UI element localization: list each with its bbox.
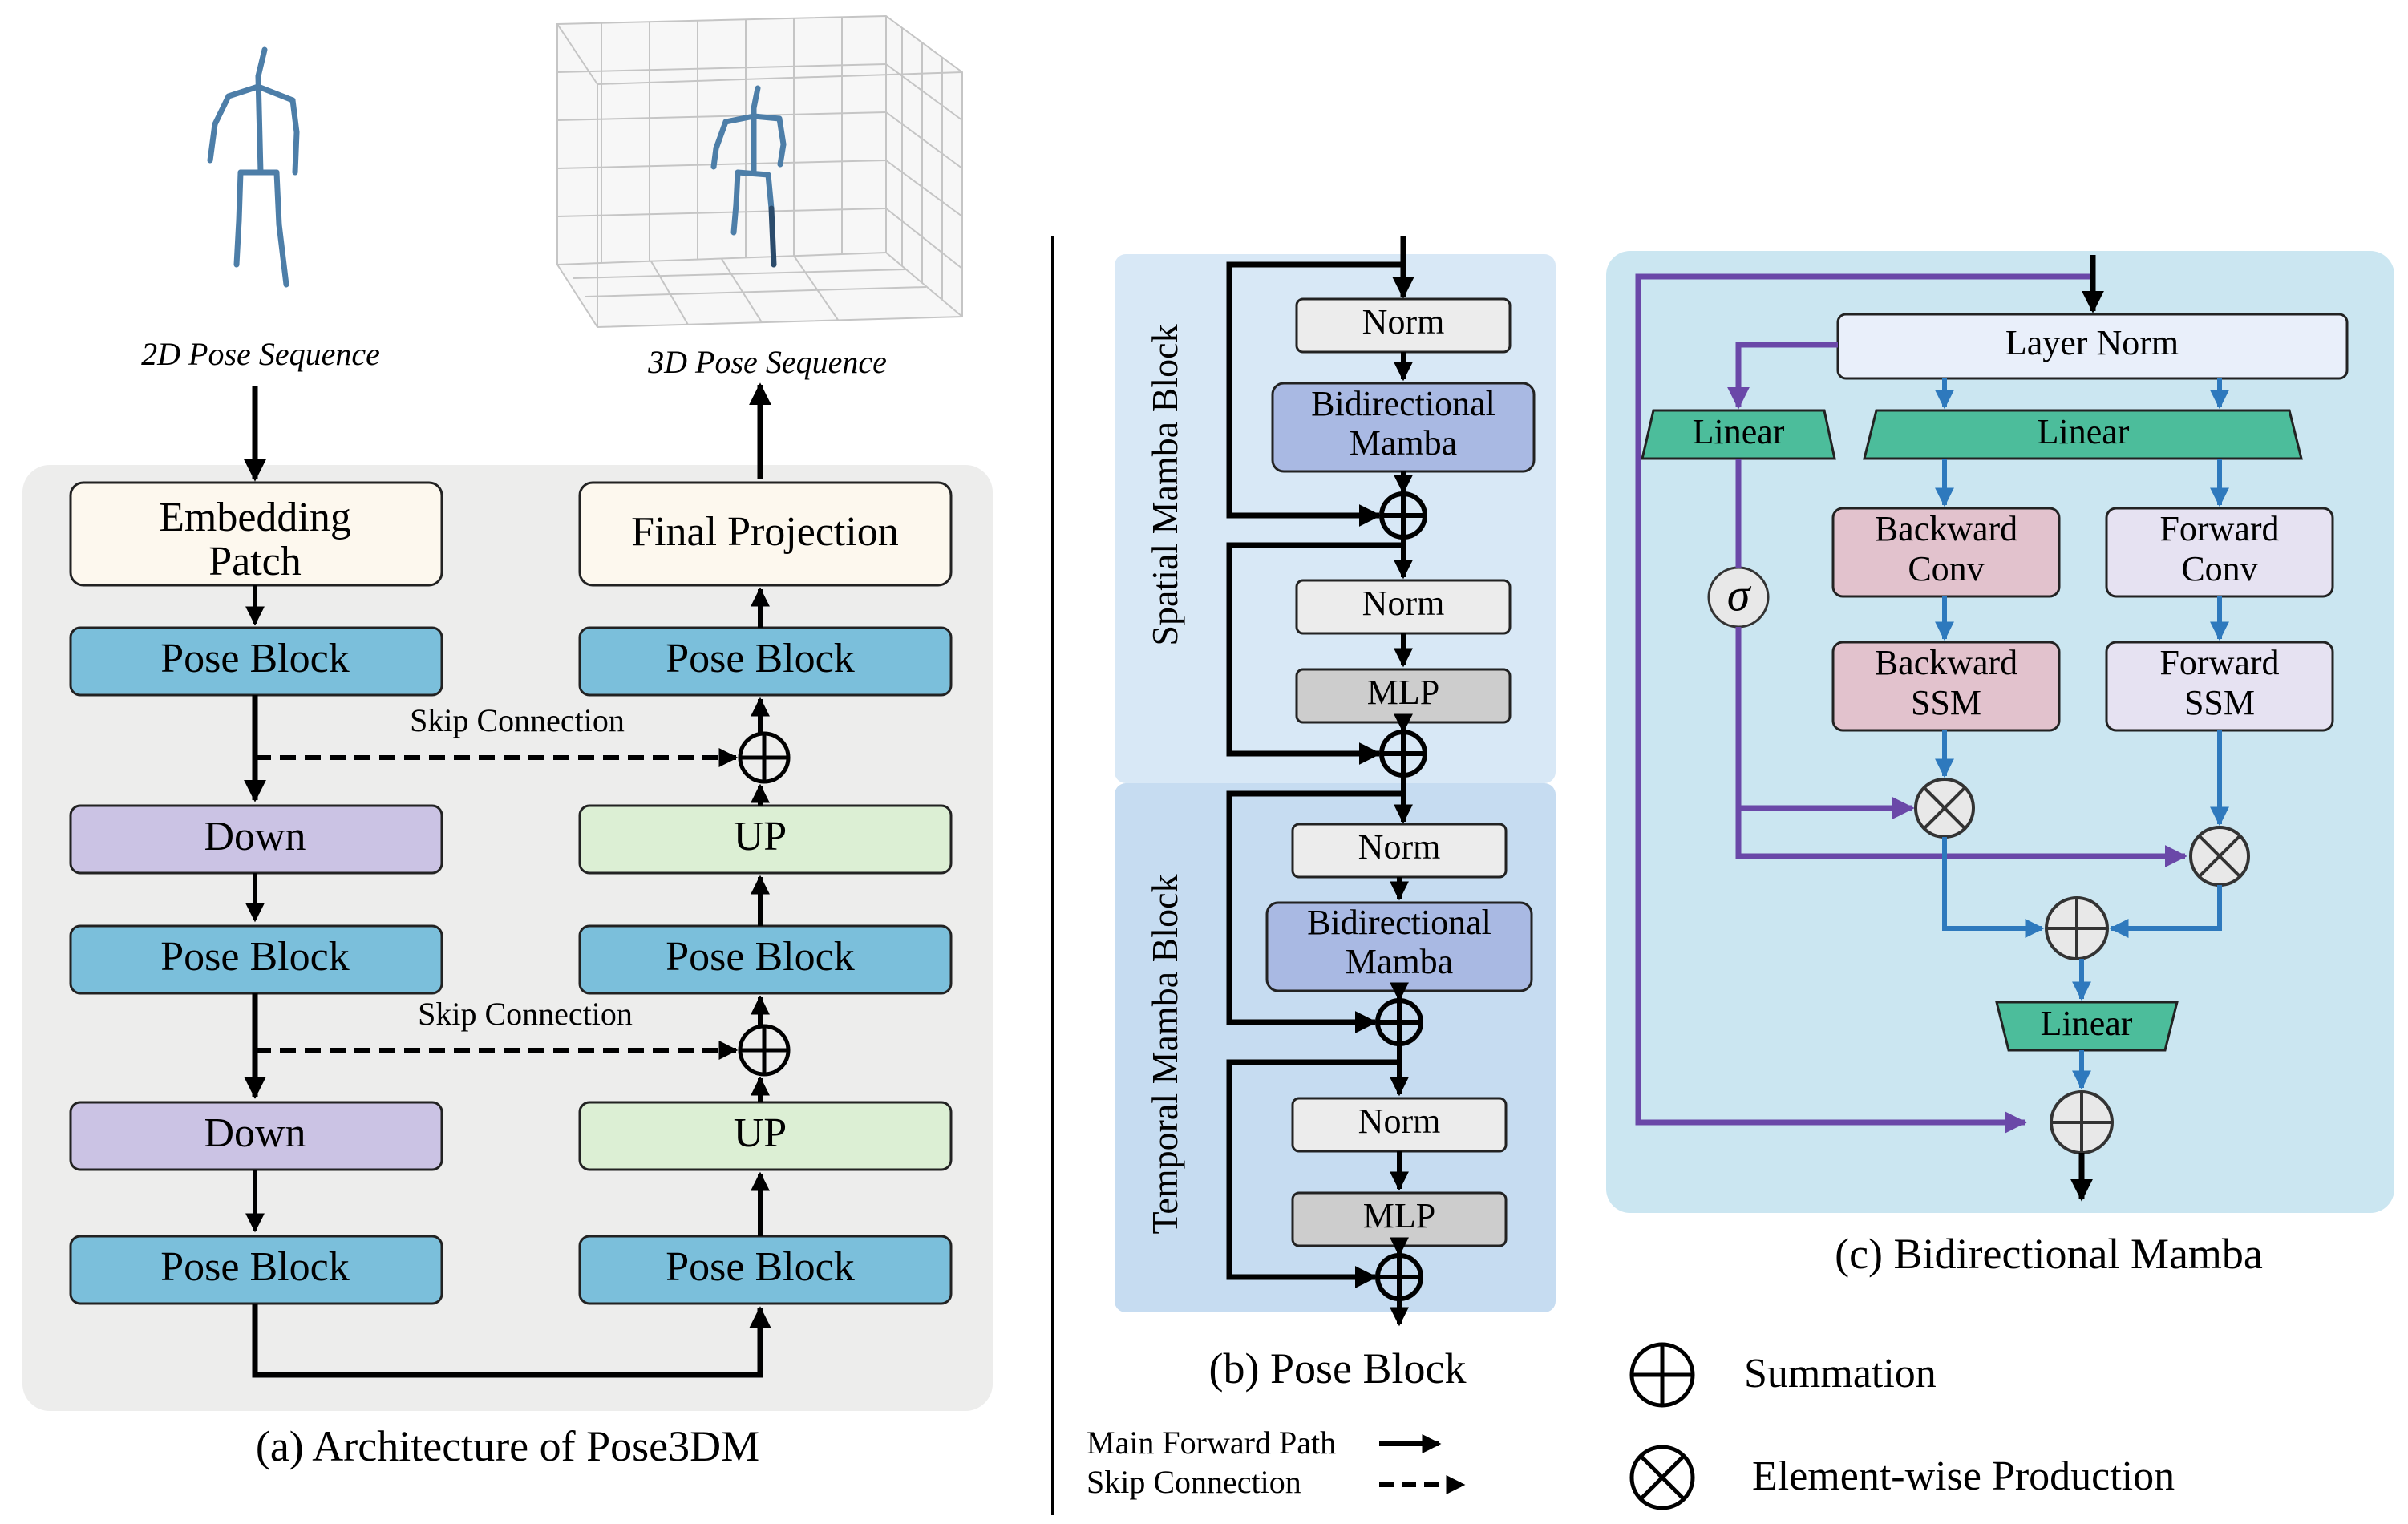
- bimamba-box-1-line1: Bidirectional: [1311, 384, 1495, 423]
- pose-2d-skeleton-icon: [207, 46, 300, 288]
- mul-icon-c-2-b: [2198, 835, 2241, 878]
- mlp-box-2-label: MLP: [1363, 1196, 1435, 1235]
- panel-b: Spatial Mamba Block Temporal Mamba Block…: [1087, 236, 1556, 1500]
- purple-gate-forward: [1735, 808, 2187, 867]
- panel-a-background: [22, 465, 993, 1411]
- linear-gate-box: [1641, 409, 1836, 460]
- legend-main-path-label: Main Forward Path: [1087, 1425, 1336, 1461]
- pose-block-left-1-label: Pose Block: [160, 636, 349, 681]
- final-projection-label: Final Projection: [631, 509, 899, 555]
- backward-conv-line2: Conv: [1908, 549, 1984, 588]
- norm-box-2-label: Norm: [1362, 584, 1445, 623]
- linear-main-box: [1863, 409, 2303, 460]
- up-box-2-label: UP: [734, 1110, 787, 1156]
- legend: Summation Element-wise Production: [1629, 1342, 2175, 1510]
- linear-out-box: [1995, 1001, 2179, 1052]
- linear-main-label: Linear: [2038, 412, 2130, 451]
- temporal-mamba-label: Temporal Mamba Block: [1144, 875, 1185, 1235]
- residual-b-3: [1226, 790, 1403, 1033]
- linear-gate-label: Linear: [1693, 412, 1785, 451]
- legend-skip-label: Skip Connection: [1087, 1464, 1301, 1500]
- pose-block-left-2-label: Pose Block: [160, 934, 349, 980]
- pose-2d-label: 2D Pose Sequence: [141, 336, 380, 372]
- pose-block-right-3-label: Pose Block: [666, 1244, 854, 1290]
- sigma-label: σ: [1727, 568, 1752, 621]
- up-box-1-label: UP: [734, 814, 787, 859]
- legend-elementwise-label: Element-wise Production: [1752, 1453, 2175, 1499]
- mlp-box-1-label: MLP: [1367, 673, 1439, 712]
- norm-box-4-label: Norm: [1358, 1102, 1441, 1141]
- panel-a-caption: (a) Architecture of Pose3DM: [256, 1422, 759, 1470]
- pose-block-right-2: [578, 924, 953, 995]
- backward-conv-line1: Backward: [1875, 509, 2017, 548]
- backward-ssm-line1: Backward: [1875, 643, 2017, 682]
- norm-box-1-label: Norm: [1362, 302, 1445, 342]
- forward-conv-line2: Conv: [2181, 549, 2257, 588]
- arrow-bottleneck: [252, 1304, 771, 1378]
- skip-label-2: Skip Connection: [418, 996, 633, 1032]
- residual-b-4: [1226, 1059, 1399, 1288]
- pose-block-left-3-label: Pose Block: [160, 1244, 349, 1290]
- multiplication-icon: [1629, 1445, 1695, 1510]
- down-box-2-label: Down: [204, 1110, 306, 1156]
- bimamba-box-2-line2: Mamba: [1346, 942, 1453, 981]
- embedding-patch-line2: Patch: [208, 539, 302, 584]
- panel-c: Layer Norm Linear Linear Backward Conv F…: [1606, 251, 2394, 1278]
- layer-norm-label: Layer Norm: [2005, 323, 2179, 362]
- residual-b-1: [1226, 261, 1403, 527]
- up-box-2: [578, 1101, 953, 1171]
- spatial-mamba-label: Spatial Mamba Block: [1144, 324, 1185, 645]
- embedding-patch-line1: Embedding: [159, 495, 351, 540]
- blue-backward-to-sum: [1942, 837, 2045, 938]
- mul-icon-c-1-b: [1923, 786, 1966, 830]
- norm-box-3-label: Norm: [1358, 827, 1441, 867]
- linear-out-label: Linear: [2041, 1004, 2133, 1043]
- panel-c-caption: (c) Bidirectional Mamba: [1835, 1230, 2263, 1278]
- purple-to-linear: [1727, 342, 1838, 410]
- bimamba-box-2-line1: Bidirectional: [1307, 903, 1491, 942]
- purple-residual: [1635, 273, 2093, 1134]
- forward-ssm-line2: SSM: [2184, 683, 2255, 722]
- pose-3d-skeleton-icon: [710, 85, 787, 268]
- forward-ssm-line1: Forward: [2159, 643, 2279, 682]
- bimamba-box-1-line2: Mamba: [1350, 423, 1457, 463]
- final-projection-box: [578, 481, 953, 587]
- pose-3d-label: 3D Pose Sequence: [647, 344, 887, 380]
- blue-forward-to-sum: [2109, 885, 2222, 938]
- backward-ssm-line2: SSM: [1911, 683, 1981, 722]
- multiplication-icon-b: [1639, 1454, 1686, 1501]
- pose-block-right-1: [578, 626, 953, 697]
- down-box-1-label: Down: [204, 814, 306, 859]
- panel-c-background: [1606, 251, 2394, 1213]
- pose-block-right-1-label: Pose Block: [666, 636, 854, 681]
- skip-label-1: Skip Connection: [410, 702, 625, 738]
- panel-b-caption: (b) Pose Block: [1209, 1344, 1467, 1393]
- residual-b-2: [1226, 542, 1403, 765]
- pose-block-right-2-label: Pose Block: [666, 934, 854, 980]
- pose-block-right-3: [578, 1235, 953, 1305]
- forward-conv-line1: Forward: [2159, 509, 2279, 548]
- up-box-1: [578, 804, 953, 875]
- panel-a: 2D Pose Sequence: [22, 14, 993, 1470]
- legend-summation-label: Summation: [1744, 1351, 1937, 1397]
